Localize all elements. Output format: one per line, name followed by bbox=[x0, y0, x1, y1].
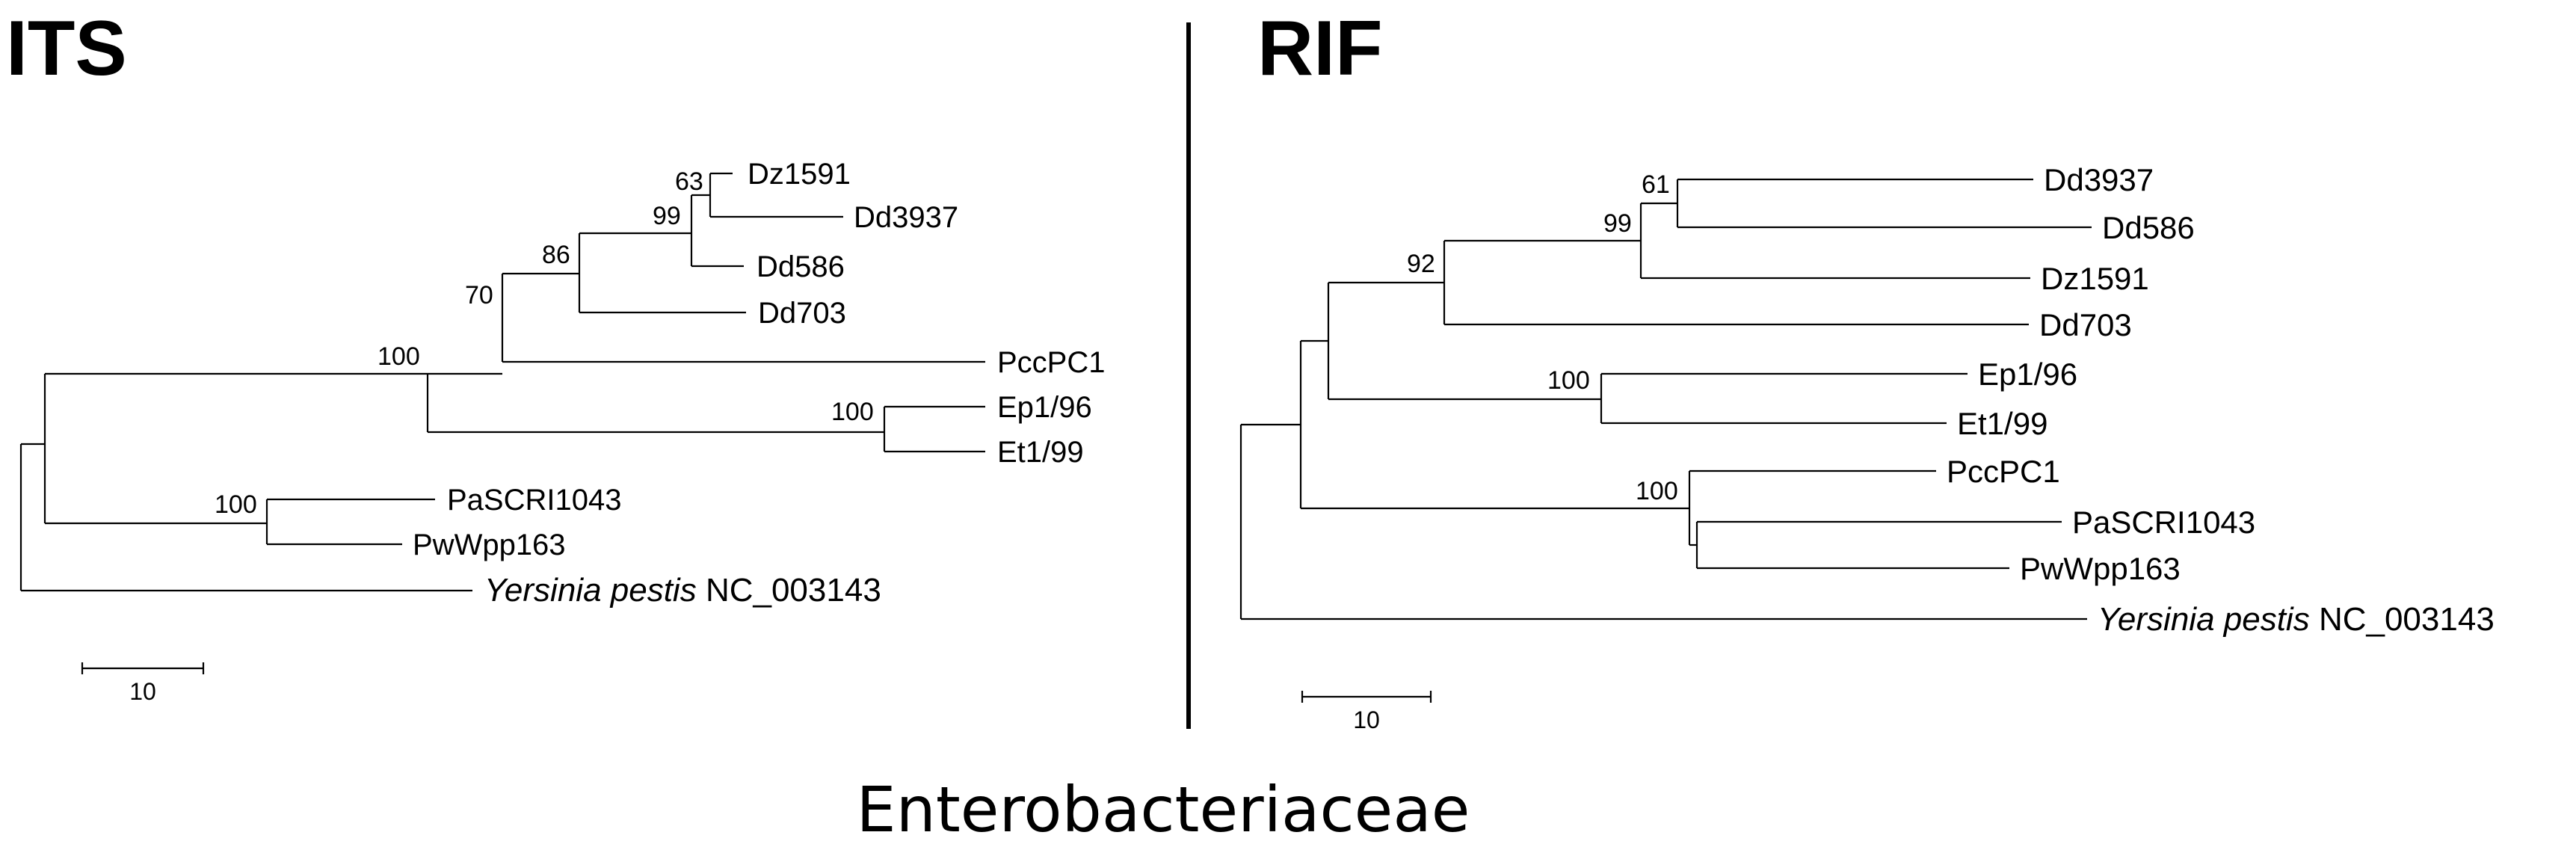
rif-bootstrap-value: 99 bbox=[1603, 209, 1632, 238]
rif-bootstrap-value: 100 bbox=[1636, 477, 1678, 505]
its-outgroup-label: Yersinia pestis NC_003143 bbox=[484, 572, 881, 609]
its-leaf-label: PccPC1 bbox=[997, 346, 1106, 379]
rif-bootstrap-value: 92 bbox=[1407, 250, 1435, 278]
its-scale-bar: 10 bbox=[81, 662, 205, 705]
rif-scale-bar: 10 bbox=[1301, 691, 1432, 733]
rif-scale-bar-label: 10 bbox=[1353, 706, 1380, 733]
rif-outgroup-label: Yersinia pestis NC_003143 bbox=[2098, 601, 2495, 638]
its-panel: ITS bbox=[6, 5, 1106, 705]
rif-tree-edges bbox=[1239, 178, 2092, 620]
its-leaf-labels: Dz1591 Dd3937 Dd586 Dd703 PccPC1 Ep1/96 … bbox=[413, 158, 1106, 609]
its-bootstrap-value: 99 bbox=[653, 202, 681, 230]
rif-leaf-label: Ep1/96 bbox=[1978, 357, 2077, 392]
rif-leaf-label: Dz1591 bbox=[2041, 261, 2149, 296]
its-bootstrap-value: 70 bbox=[465, 281, 493, 309]
its-leaf-label: Et1/99 bbox=[997, 436, 1084, 469]
figure-caption: Enterobacteriaceae bbox=[857, 773, 1470, 846]
rif-panel: RIF bbox=[1239, 5, 2495, 733]
its-leaf-label: PwWpp163 bbox=[413, 529, 566, 561]
its-leaf-label: Dd3937 bbox=[854, 201, 958, 234]
its-bootstrap-value: 100 bbox=[831, 398, 874, 426]
rif-bootstrap-value: 61 bbox=[1642, 170, 1670, 199]
its-leaf-label: Ep1/96 bbox=[997, 391, 1092, 424]
its-bootstrap-value: 86 bbox=[542, 241, 570, 269]
its-leaf-label: PaSCRI1043 bbox=[447, 484, 621, 517]
its-leaf-label: Dz1591 bbox=[748, 158, 851, 191]
rif-bootstrap-labels: 61 99 92 100 100 bbox=[1407, 170, 1678, 505]
rif-leaf-label: Dd703 bbox=[2039, 307, 2132, 342]
its-bootstrap-value: 100 bbox=[378, 342, 420, 371]
its-bootstrap-labels: 63 99 86 70 100 100 100 bbox=[215, 167, 874, 519]
its-leaf-label: Dd586 bbox=[757, 250, 845, 283]
rif-leaf-label: Et1/99 bbox=[1957, 406, 2047, 441]
rif-leaf-label: Dd586 bbox=[2102, 210, 2195, 245]
rif-bootstrap-value: 100 bbox=[1547, 366, 1590, 395]
rif-panel-title: RIF bbox=[1257, 5, 1383, 92]
its-panel-title: ITS bbox=[6, 5, 127, 92]
its-bootstrap-value: 100 bbox=[215, 490, 257, 519]
rif-leaf-labels: Dd3937 Dd586 Dz1591 Dd703 Ep1/96 Et1/99 … bbox=[1947, 162, 2495, 638]
its-bootstrap-value: 63 bbox=[675, 167, 703, 196]
rif-leaf-label: Dd3937 bbox=[2044, 162, 2154, 197]
rif-leaf-label: PccPC1 bbox=[1947, 454, 2060, 489]
rif-leaf-label: PaSCRI1043 bbox=[2072, 505, 2255, 540]
its-scale-bar-label: 10 bbox=[129, 678, 156, 705]
its-tree-edges bbox=[19, 172, 985, 592]
its-leaf-label: Dd703 bbox=[758, 297, 846, 330]
rif-leaf-label: PwWpp163 bbox=[2020, 551, 2181, 586]
